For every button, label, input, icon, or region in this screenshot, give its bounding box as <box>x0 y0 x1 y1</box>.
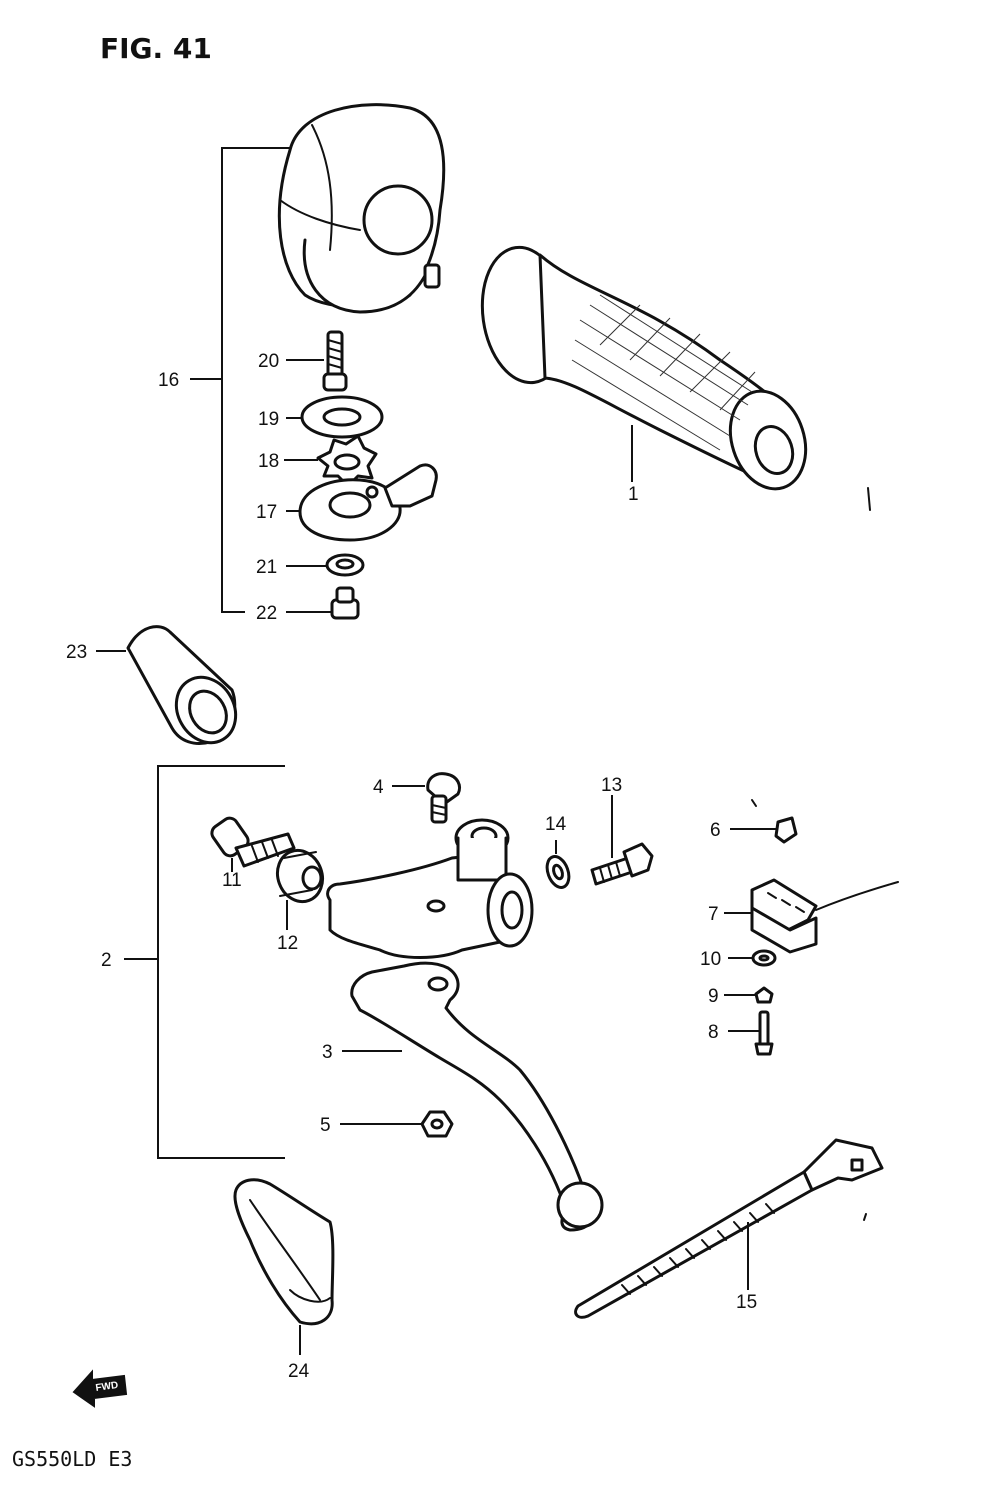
part-10-spacer <box>728 949 777 967</box>
callout-8: 8 <box>708 1022 719 1043</box>
callout-21: 21 <box>256 557 277 578</box>
switch-housing <box>277 103 446 314</box>
group-16-bracket <box>190 147 290 613</box>
lever-holder <box>326 818 534 959</box>
callout-13: 13 <box>601 775 622 796</box>
part-23-boot <box>96 625 238 745</box>
part-21-washer <box>286 553 365 577</box>
callout-18: 18 <box>258 451 279 472</box>
callout-15: 15 <box>736 1292 757 1313</box>
callout-17: 17 <box>256 502 277 523</box>
part-5-nut <box>340 1110 454 1138</box>
callout-23: 23 <box>66 642 87 663</box>
figure-title: FIG. 41 <box>100 32 212 65</box>
callout-10: 10 <box>700 949 721 970</box>
stray-mark <box>863 1213 867 1221</box>
fwd-label: FWD <box>95 1380 119 1394</box>
callout-3: 3 <box>322 1042 333 1063</box>
callout-7: 7 <box>708 904 719 925</box>
part-4-pivot-bolt <box>392 772 461 824</box>
part-20-screw <box>286 330 348 392</box>
callout-9: 9 <box>708 986 719 1007</box>
part-13-bolt <box>590 795 654 886</box>
callout-14: 14 <box>545 814 567 835</box>
part-17-lever-base <box>286 463 438 542</box>
part-19-washer <box>286 395 384 439</box>
part-15-cable-tie <box>574 1138 884 1319</box>
callout-4: 4 <box>373 777 384 798</box>
part-14-washer <box>545 840 571 889</box>
callout-24: 24 <box>288 1361 310 1382</box>
part-8-screw <box>728 1010 774 1056</box>
part-3-clutch-lever <box>342 961 604 1232</box>
part-12-adjuster-nut <box>275 848 325 930</box>
callout-11: 11 <box>222 870 242 891</box>
callout-12: 12 <box>277 933 298 954</box>
stray-mark <box>751 799 757 807</box>
part-6-clip <box>730 816 798 844</box>
callout-5: 5 <box>320 1115 331 1136</box>
stray-mark <box>867 487 871 511</box>
group-2-bracket <box>124 765 285 1159</box>
callout-6: 6 <box>710 820 721 841</box>
part-1-grip <box>480 245 808 491</box>
callout-20: 20 <box>258 351 279 372</box>
callout-22: 22 <box>256 603 277 624</box>
part-22-screw <box>286 586 360 620</box>
fwd-arrow-icon: FWD <box>72 1369 128 1408</box>
callout-16: 16 <box>158 370 179 391</box>
part-11-bolt <box>210 816 296 872</box>
callout-1: 1 <box>628 484 639 505</box>
part-18-star-plate <box>284 434 378 488</box>
part-9-nut <box>724 986 774 1004</box>
callout-19: 19 <box>258 409 279 430</box>
part-7-switch <box>724 878 899 954</box>
callout-2: 2 <box>101 950 112 971</box>
part-24-lever-cover <box>233 1178 335 1355</box>
model-code: GS550LD E3 <box>12 1447 132 1471</box>
